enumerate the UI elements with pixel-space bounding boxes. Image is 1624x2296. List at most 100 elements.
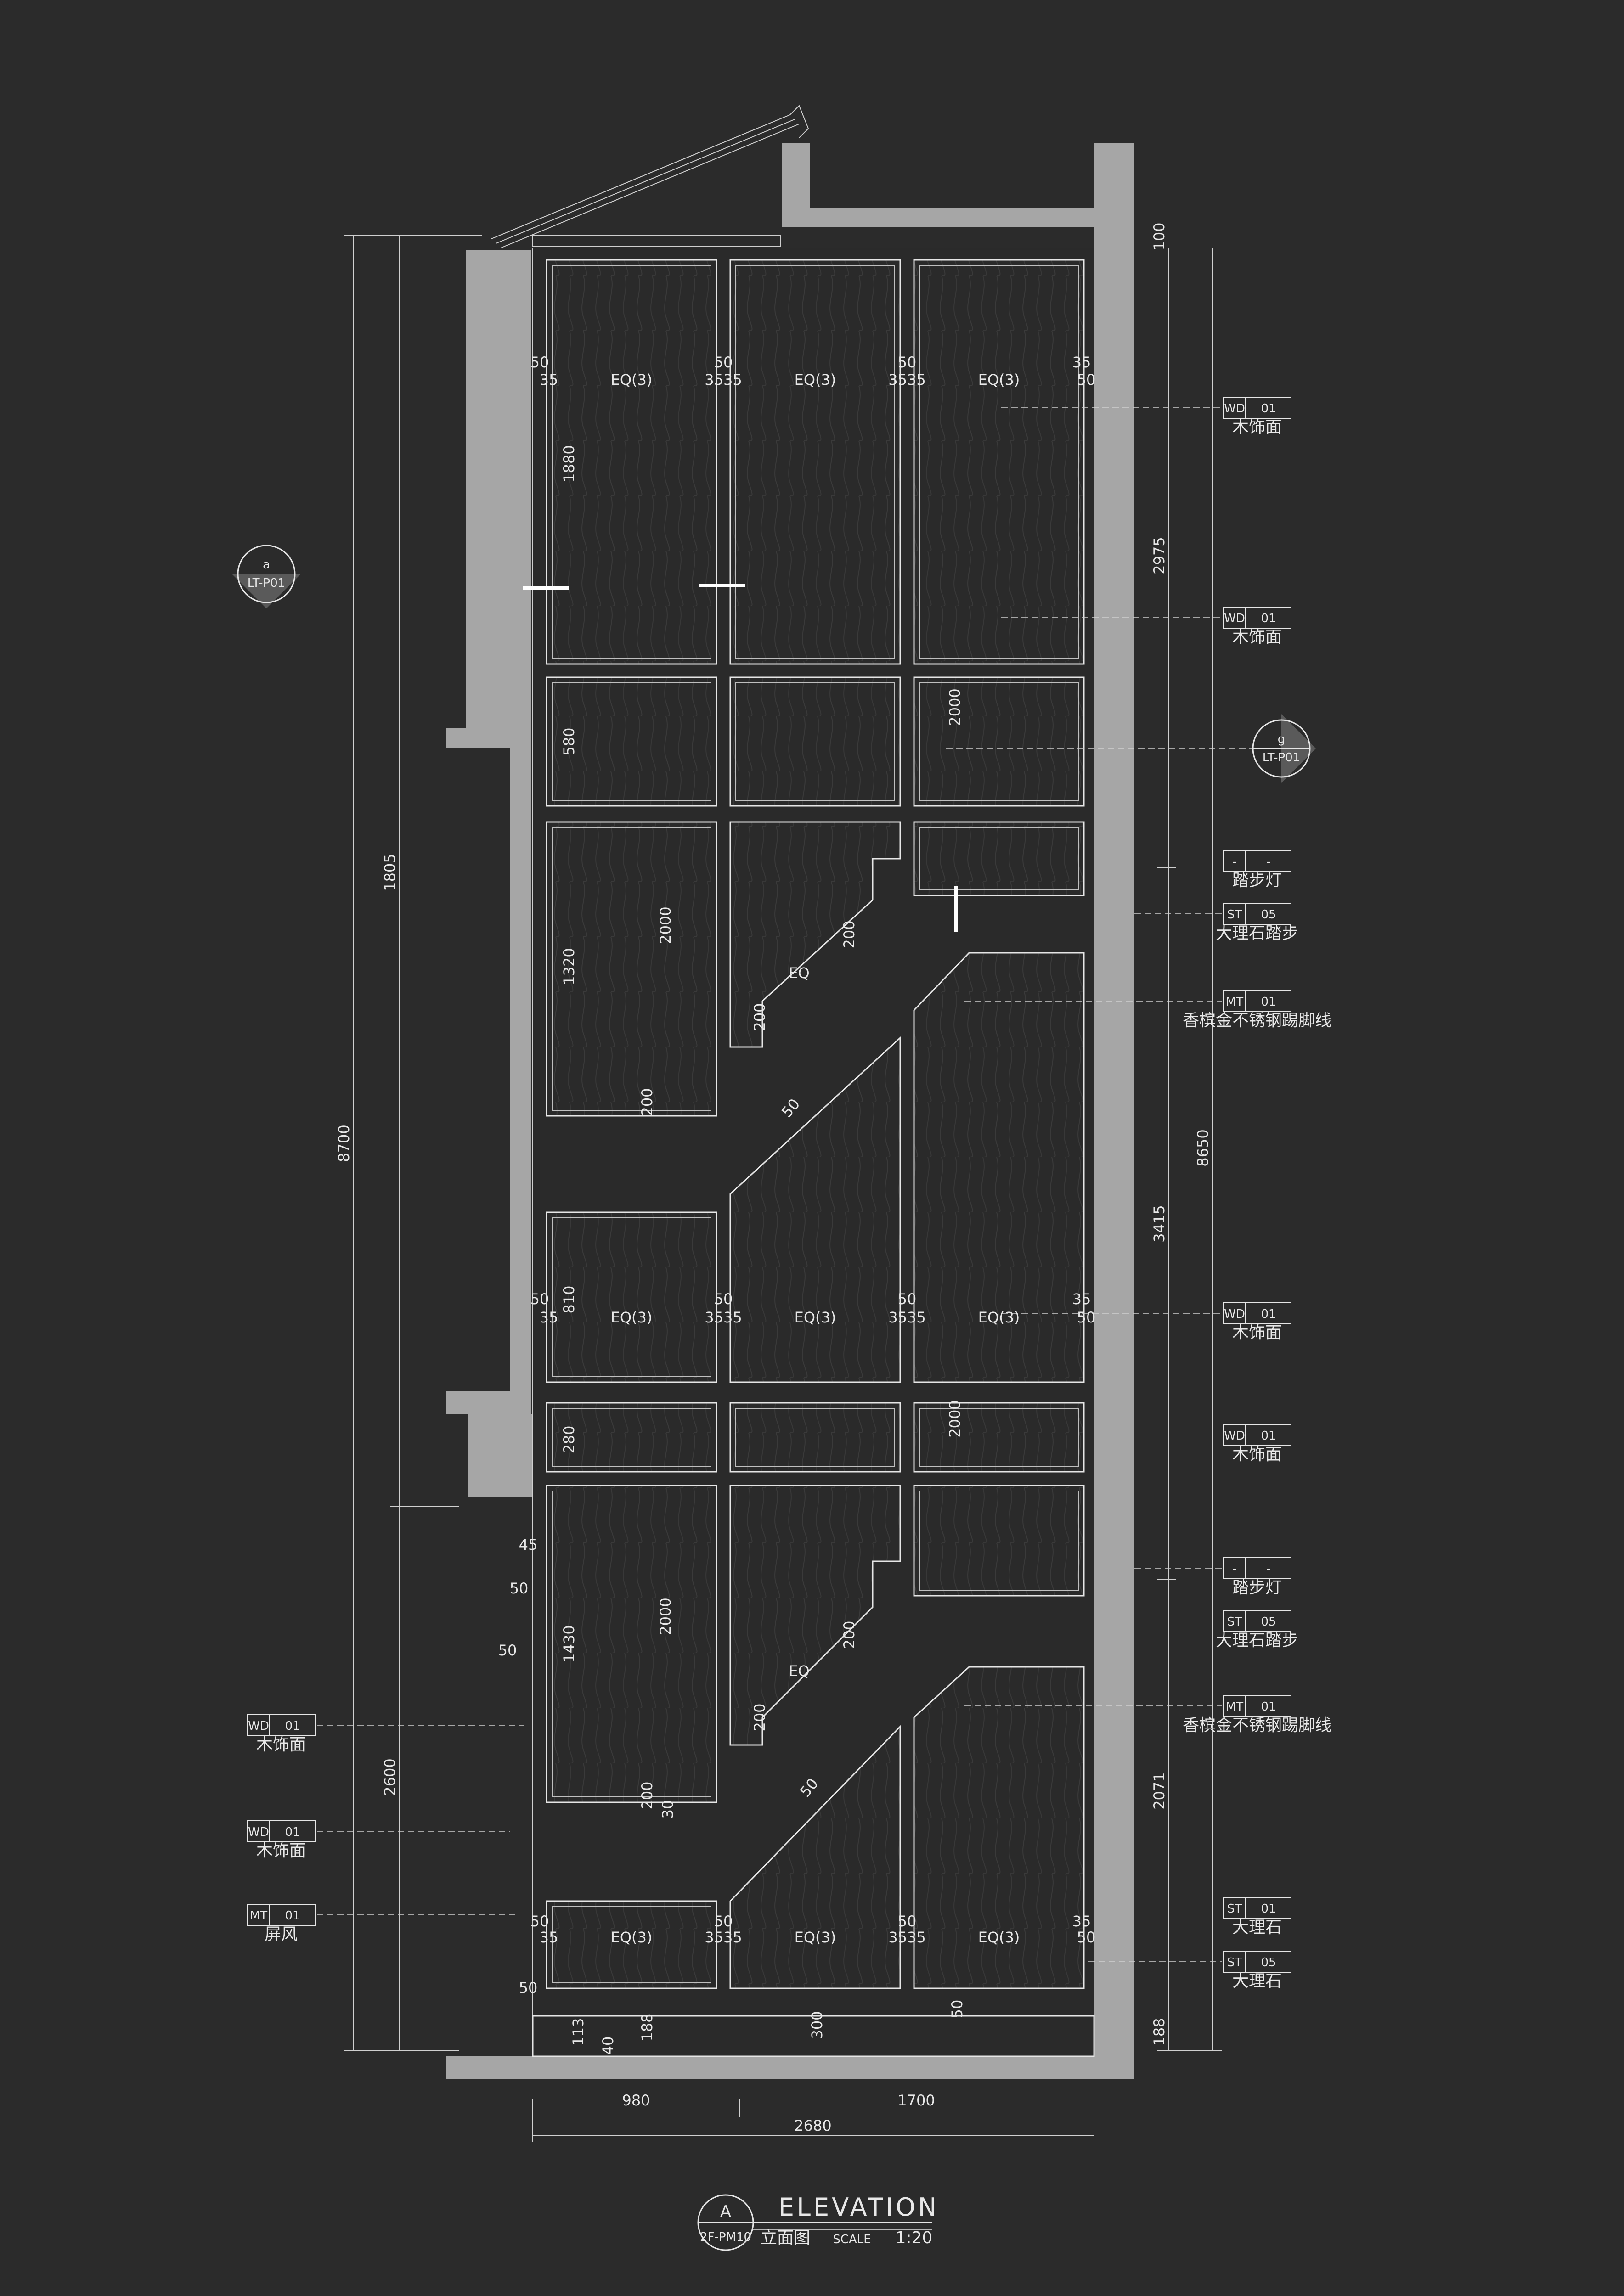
- dim-offset: 40: [599, 2037, 617, 2055]
- material-label: 大理石: [1232, 1972, 1282, 1991]
- dim-step: 200: [638, 1781, 656, 1809]
- dimension-lines: [344, 235, 1222, 2142]
- material-tag: [247, 1820, 316, 1842]
- panel-inner-frames: [552, 265, 1079, 1983]
- dim-panel: 1320: [560, 948, 578, 985]
- panel: [729, 1402, 901, 1473]
- material-code: MT: [1226, 995, 1243, 1009]
- dim-offset: 50: [1077, 1929, 1096, 1946]
- dim-panel: 2000: [657, 1598, 674, 1635]
- dim-offset: 35: [1072, 1290, 1091, 1308]
- dim-bottom-left: 980: [622, 2092, 650, 2109]
- section-marker-g: g LT-P01: [1252, 714, 1316, 783]
- material-label: 屏风: [265, 1925, 298, 1944]
- dim-panel: 580: [560, 727, 578, 755]
- dim-offset: 50: [714, 354, 733, 371]
- dim-offset: 300: [808, 2011, 826, 2039]
- dim-offset: 50: [898, 1913, 917, 1930]
- dim-eq: EQ(3): [795, 1309, 836, 1326]
- page-title: ELEVATION: [778, 2193, 939, 2222]
- left-wall-step-2: [446, 1391, 531, 1414]
- dim-offset: 3535: [888, 1929, 925, 1946]
- panel: [546, 1211, 717, 1383]
- dim-offset: 35: [1072, 354, 1091, 371]
- panel: [913, 952, 1085, 1383]
- dim-right-3: 2071: [1150, 1772, 1168, 1809]
- dim-panel: 1880: [560, 445, 578, 482]
- panel: [729, 1725, 901, 1989]
- material-num: 01: [1261, 612, 1276, 625]
- dim-right-top: 100: [1150, 222, 1168, 250]
- dim-offset: 50: [1077, 1309, 1096, 1326]
- dim-eq: EQ(3): [611, 371, 653, 388]
- dim-step: 200: [751, 1703, 768, 1731]
- panel: [729, 821, 901, 1048]
- material-code: WD: [248, 1719, 269, 1733]
- dim-eq: EQ(3): [978, 371, 1020, 388]
- skylight: [482, 105, 809, 248]
- dim-offset: 30: [659, 1800, 677, 1819]
- dim-offset: 50: [898, 1290, 917, 1308]
- material-label: 大理石踏步: [1216, 1631, 1298, 1650]
- material-callouts-right-text: WD 01 木饰面 WD 01 木饰面 - - 踏步灯 ST 05 大理石踏步 …: [1183, 402, 1331, 1991]
- section-marker-letter: g: [1278, 732, 1286, 746]
- material-label: 木饰面: [256, 1735, 306, 1754]
- material-code: WD: [1224, 1429, 1245, 1443]
- dim-offset: 35: [540, 1309, 558, 1326]
- dim-right-bottom: 188: [1150, 2018, 1168, 2046]
- dim-offset: 50: [948, 2000, 966, 2019]
- material-num: 05: [1261, 1615, 1276, 1629]
- material-tag: [247, 1714, 316, 1736]
- material-tag: [1223, 1610, 1291, 1632]
- panel: [546, 821, 717, 1117]
- material-code: MT: [1226, 1700, 1243, 1714]
- panel: [729, 259, 901, 665]
- skirting: [532, 2015, 1095, 2057]
- scale-value: 1:20: [896, 2228, 933, 2247]
- dim-eq: EQ(3): [795, 371, 836, 388]
- material-tag: [1223, 903, 1291, 925]
- material-num: 01: [1261, 1307, 1276, 1321]
- material-num: 01: [285, 1909, 300, 1923]
- material-label: 香槟金不锈钢踢脚线: [1183, 1716, 1331, 1735]
- dim-offset: 188: [638, 2013, 656, 2041]
- roof-parapet: [782, 143, 810, 208]
- dim-step: 200: [840, 920, 858, 948]
- dim-step: 200: [638, 1088, 656, 1116]
- dim-eq: EQ(3): [795, 1929, 836, 1946]
- dim-offset: 50: [530, 354, 549, 371]
- material-label: 踏步灯: [1232, 1578, 1282, 1597]
- dim-panel: 1430: [560, 1625, 578, 1662]
- material-callouts-left: [247, 1714, 316, 1926]
- material-num: 01: [1261, 995, 1276, 1009]
- material-num: 05: [1261, 1956, 1276, 1970]
- material-label: 木饰面: [1232, 1445, 1282, 1464]
- material-tag: [1223, 1424, 1291, 1446]
- dim-panel: 2000: [946, 688, 964, 726]
- material-tag: [247, 1904, 316, 1926]
- material-code: -: [1232, 855, 1236, 869]
- dim-step: 200: [751, 1003, 768, 1031]
- dim-panel: 2000: [657, 906, 674, 944]
- dim-right-1: 2975: [1150, 537, 1168, 574]
- floor-slab: [446, 2056, 1134, 2079]
- material-label: 木饰面: [256, 1841, 306, 1860]
- panel: [913, 1485, 1085, 1597]
- dim-eq: EQ(3): [611, 1929, 653, 1946]
- material-num: 01: [1261, 402, 1276, 416]
- panel: [546, 676, 717, 807]
- leader-lines: [289, 407, 1254, 1962]
- dim-offset: 35: [540, 371, 558, 388]
- left-wall-step-1: [446, 728, 531, 748]
- material-callouts-left-text: WD 01 木饰面 WD 01 木饰面 MT 01 屏风: [248, 1719, 306, 1944]
- left-wall-upper: [466, 250, 531, 728]
- material-tag: [1223, 1897, 1291, 1919]
- title-letter: A: [720, 2202, 732, 2221]
- dim-offset: 50: [530, 1290, 549, 1308]
- dim-step: EQ: [789, 1662, 809, 1680]
- material-code: -: [1232, 1562, 1236, 1576]
- material-label: 大理石: [1232, 1918, 1282, 1937]
- dim-panel: 2000: [946, 1400, 964, 1437]
- material-label: 踏步灯: [1232, 871, 1282, 890]
